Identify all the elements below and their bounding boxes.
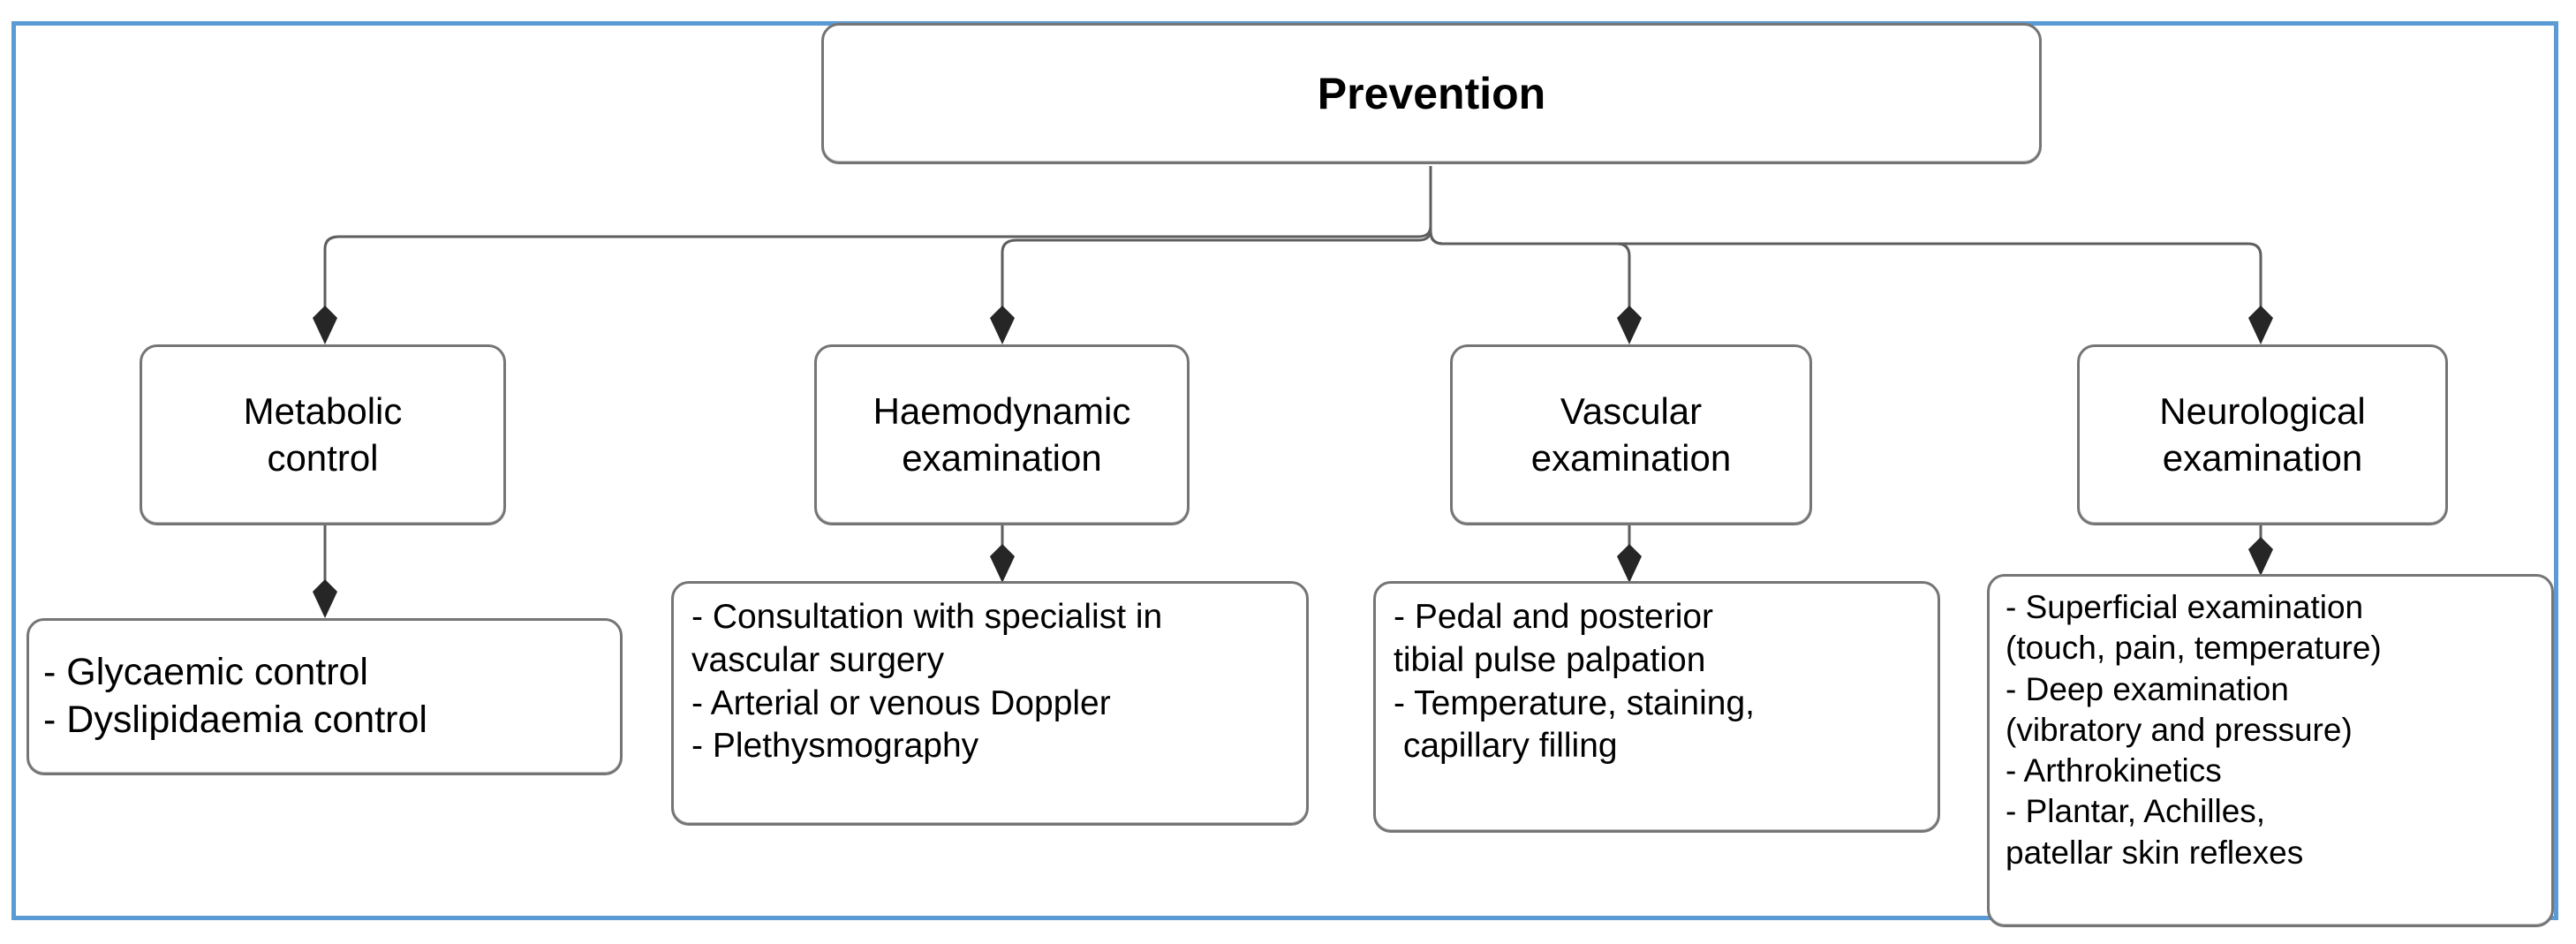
detail-box-neurological: - Superficial examination (touch, pain, … (1987, 574, 2554, 927)
arrowhead-metabolic (313, 306, 337, 344)
detail-box-metabolic: - Glycaemic control - Dyslipidaemia cont… (26, 618, 623, 775)
connector-root-to-vascular (1429, 166, 1631, 307)
branch-box-metabolic: Metabolic control (140, 344, 506, 525)
branch-box-haemodynamic: Haemodynamic examination (814, 344, 1190, 525)
arrowhead-metabolic-detail (313, 579, 337, 618)
detail-text-neurological: - Superficial examination (touch, pain, … (2006, 589, 2382, 871)
connector-root-to-neurological (1429, 166, 2262, 307)
branch-label-neurological: Neurological examination (2159, 390, 2366, 479)
root-box-prevention: Prevention (821, 23, 2042, 164)
branch-label-metabolic: Metabolic control (243, 390, 403, 479)
branch-box-vascular: Vascular examination (1450, 344, 1812, 525)
arrowhead-vascular-detail (1617, 544, 1642, 583)
detail-text-vascular: - Pedal and posterior tibial pulse palpa… (1394, 598, 1755, 766)
arrowhead-neurological-detail (2248, 537, 2273, 576)
detail-box-vascular: - Pedal and posterior tibial pulse palpa… (1373, 581, 1940, 833)
arrowhead-vascular (1617, 306, 1642, 344)
branch-label-haemodynamic: Haemodynamic examination (873, 390, 1131, 479)
detail-box-haemodynamic: - Consultation with specialist in vascul… (671, 581, 1309, 826)
connector-root-to-metabolic (323, 166, 1432, 307)
arrowhead-haemodynamic-detail (990, 544, 1015, 583)
arrowhead-haemodynamic (990, 306, 1015, 344)
detail-text-haemodynamic: - Consultation with specialist in vascul… (691, 598, 1163, 766)
branch-label-vascular: Vascular examination (1530, 390, 1732, 479)
detail-text-metabolic: - Glycaemic control - Dyslipidaemia cont… (43, 651, 427, 741)
root-box-title: Prevention (1317, 68, 1546, 118)
arrowhead-neurological (2248, 306, 2273, 344)
branch-box-neurological: Neurological examination (2077, 344, 2448, 525)
